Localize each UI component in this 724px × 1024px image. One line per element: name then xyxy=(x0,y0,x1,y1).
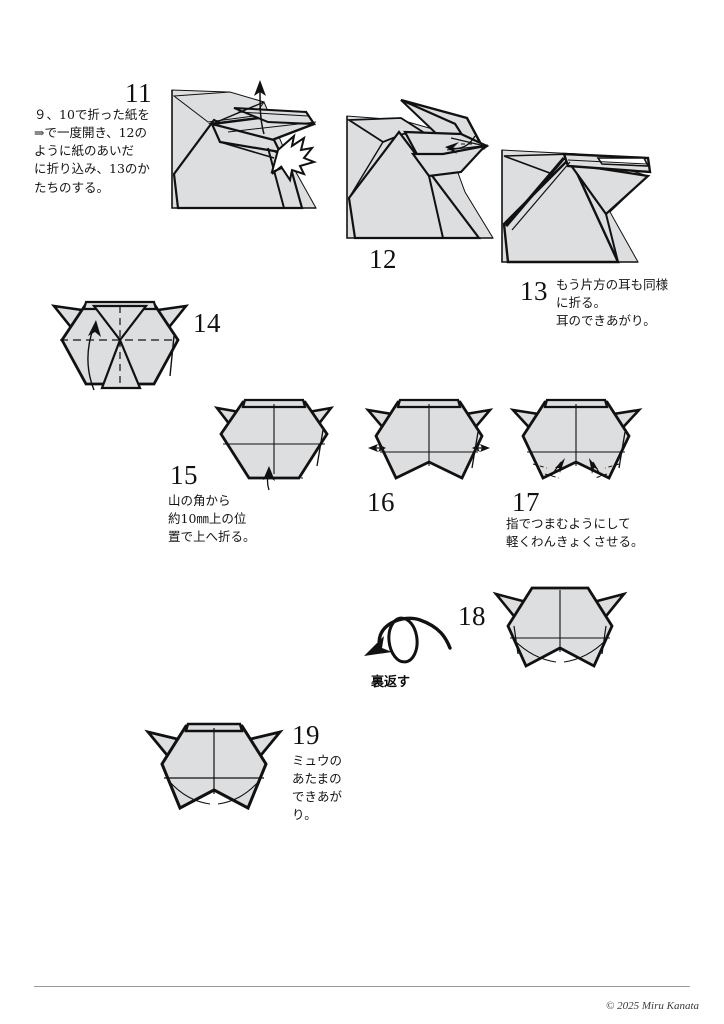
turn-over-arrow xyxy=(358,612,468,672)
arrow-pinch-right xyxy=(472,444,490,452)
push-in-starburst-arrow xyxy=(270,133,318,183)
figure-step-18 xyxy=(488,582,634,678)
step-number-18: 18 xyxy=(458,601,486,631)
arrow-curve-left xyxy=(532,458,565,479)
step-caption-13: もう片方の耳も同様 に折る。 耳のできあがり。 xyxy=(556,277,669,329)
arrow-pinch-left xyxy=(368,444,386,452)
step-caption-19: ミュウの あたまの できあが り。 xyxy=(292,753,343,823)
arrow-curve-right xyxy=(589,458,620,479)
step-number-16: 16 xyxy=(367,487,395,517)
arrow-fold-up-small xyxy=(263,466,275,491)
figure-step-17 xyxy=(503,392,649,490)
step-number-19: 19 xyxy=(292,720,320,750)
figure-step-13 xyxy=(498,142,656,268)
step-caption-11: ９、10で折った紙を ⇒で一度開き、12の ように紙のあいだ に折り込み、13の… xyxy=(34,107,150,195)
arrow-tuck-in xyxy=(445,135,477,154)
step-number-17: 17 xyxy=(512,487,540,517)
step-caption-15: 山の角から 約10㎜上の位 置で上へ折る。 xyxy=(168,493,256,545)
step-number-14: 14 xyxy=(193,308,221,338)
figure-step-16 xyxy=(358,392,500,490)
figure-step-14 xyxy=(46,292,194,391)
figure-step-15 xyxy=(203,392,345,492)
arrow-fold-up xyxy=(87,320,101,391)
step-number-12: 12 xyxy=(369,244,397,274)
step-number-11: 11 xyxy=(125,78,152,108)
figure-step-12 xyxy=(343,88,509,243)
arrow-open-up xyxy=(254,80,266,135)
figure-step-11 xyxy=(168,62,328,217)
step-caption-17: 指でつまむようにして 軽くわんきょくさせる。 xyxy=(506,516,644,550)
turn-over-label: 裏返す xyxy=(371,675,411,690)
figure-step-19 xyxy=(138,718,290,822)
step-number-13: 13 xyxy=(520,276,548,306)
footer-divider xyxy=(34,986,690,987)
copyright-notice: © 2025 Miru Kanata xyxy=(606,1000,700,1012)
step-number-15: 15 xyxy=(170,460,198,490)
